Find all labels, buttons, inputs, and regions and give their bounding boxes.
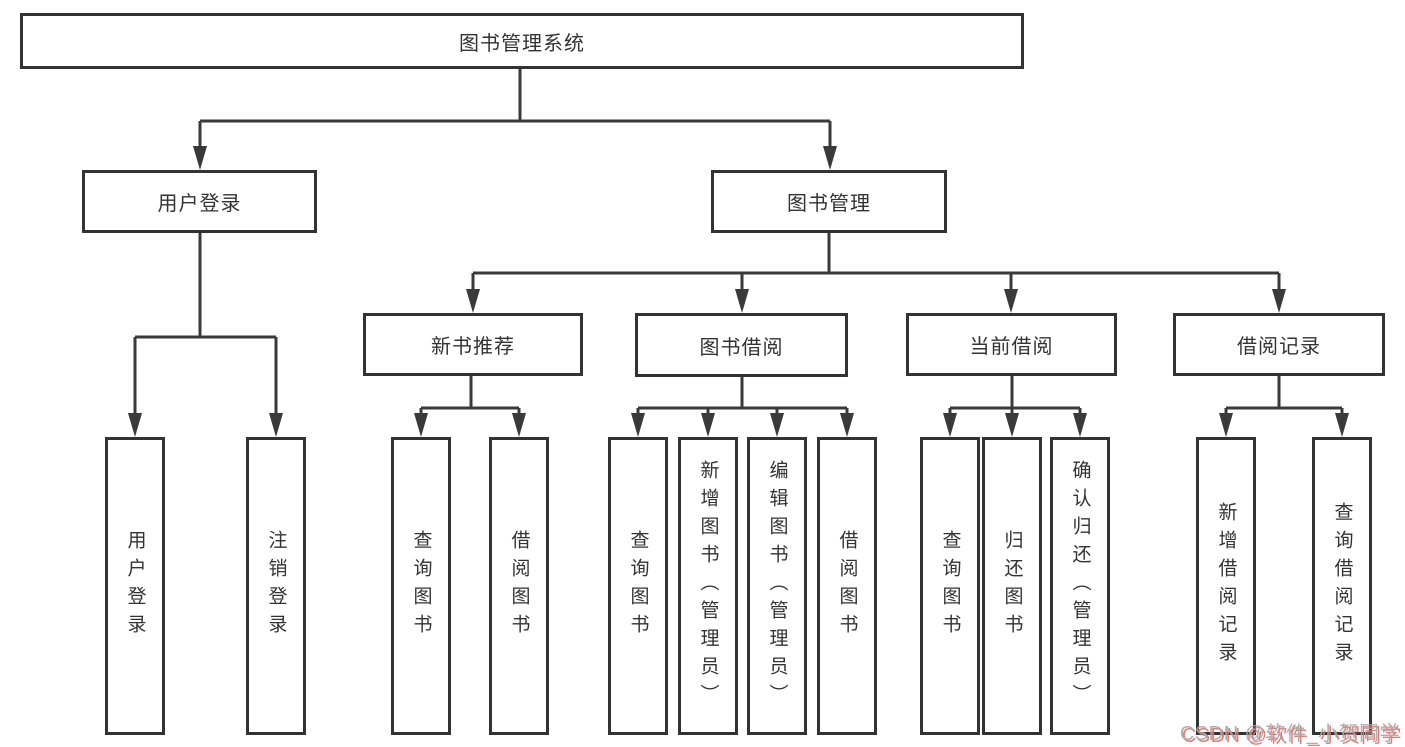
leaf-borrow-books: 借阅图书 xyxy=(817,437,877,735)
connector-book-management-to-modules xyxy=(471,232,1281,293)
leaf-label: 借阅图书 xyxy=(508,530,530,642)
arrowhead-icon xyxy=(770,413,784,437)
arrowhead-icon xyxy=(840,413,854,437)
leaf-query-books-borrow: 查询图书 xyxy=(608,437,668,735)
leaf-query-books-current: 查询图书 xyxy=(920,437,980,735)
connector-book-borrow-to-leaves xyxy=(636,376,849,417)
connector-user-login-to-leaves xyxy=(133,232,278,417)
arrowhead-icon xyxy=(631,413,645,437)
node-label: 图书管理 xyxy=(787,193,871,215)
watermark: CSDN @软件_小贺同学 xyxy=(1179,723,1400,745)
connector-new-book-to-leaves xyxy=(419,375,521,417)
node-label: 图书管理系统 xyxy=(459,32,585,55)
leaf-confirm-return-admin: 确认归还（管理员） xyxy=(1050,437,1110,735)
leaf-return-books: 归还图书 xyxy=(982,437,1042,735)
arrowhead-icon xyxy=(1005,413,1019,437)
arrowhead-icon xyxy=(193,146,207,170)
arrowhead-icon xyxy=(269,413,283,437)
node-library-management-system: 图书管理系统 xyxy=(20,13,1024,69)
leaf-label: 借阅图书 xyxy=(836,530,858,642)
leaf-query-borrow-record: 查询借阅记录 xyxy=(1312,437,1372,735)
node-book-management: 图书管理 xyxy=(711,170,947,233)
connector-borrow-records-to-leaves xyxy=(1224,375,1344,417)
arrowhead-icon xyxy=(823,146,837,170)
arrowhead-icon xyxy=(735,289,749,313)
leaf-label: 注销登录 xyxy=(265,530,287,642)
leaf-label: 查询图书 xyxy=(410,530,432,642)
leaf-add-borrow-record: 新增借阅记录 xyxy=(1196,437,1256,735)
node-current-borrow: 当前借阅 xyxy=(906,313,1117,376)
node-user-login: 用户登录 xyxy=(82,170,317,233)
connector-current-borrow-to-leaves xyxy=(948,375,1082,417)
node-label: 当前借阅 xyxy=(969,336,1054,358)
leaf-label: 查询借阅记录 xyxy=(1331,502,1353,670)
leaf-logout: 注销登录 xyxy=(246,437,306,735)
arrowhead-icon xyxy=(943,413,957,437)
node-book-borrow: 图书借阅 xyxy=(635,313,848,377)
leaf-label: 确认归还（管理员） xyxy=(1069,460,1091,712)
arrowhead-icon xyxy=(512,413,526,437)
leaf-borrow-books-recommend: 借阅图书 xyxy=(489,437,549,735)
arrowhead-icon xyxy=(128,413,142,437)
arrowhead-icon xyxy=(1073,413,1087,437)
arrowhead-icon xyxy=(466,289,480,313)
connector-root-to-level2 xyxy=(198,68,832,150)
node-new-book-recommend: 新书推荐 xyxy=(363,313,583,376)
node-label: 借阅记录 xyxy=(1237,336,1321,358)
leaf-edit-book-admin: 编辑图书（管理员） xyxy=(747,437,807,735)
node-label: 新书推荐 xyxy=(431,336,515,358)
arrowhead-icon xyxy=(701,413,715,437)
arrowhead-icon xyxy=(1272,289,1286,313)
leaf-label: 归还图书 xyxy=(1001,530,1023,642)
node-label: 用户登录 xyxy=(157,193,242,215)
leaf-add-book-admin: 新增图书（管理员） xyxy=(678,437,738,735)
leaf-query-books-recommend: 查询图书 xyxy=(391,437,451,735)
arrowhead-icon xyxy=(1335,413,1349,437)
leaf-label: 新增图书（管理员） xyxy=(697,460,719,712)
leaf-label: 查询图书 xyxy=(627,530,649,642)
arrowhead-icon xyxy=(414,413,428,437)
node-borrow-records: 借阅记录 xyxy=(1173,313,1385,376)
node-label: 图书借阅 xyxy=(699,336,784,359)
leaf-label: 编辑图书（管理员） xyxy=(766,460,788,712)
leaf-label: 用户登录 xyxy=(124,530,146,642)
leaf-user-login: 用户登录 xyxy=(105,437,165,735)
arrowhead-icon xyxy=(1219,413,1233,437)
leaf-label: 新增借阅记录 xyxy=(1215,502,1237,670)
arrowhead-icon xyxy=(1004,289,1018,313)
leaf-label: 查询图书 xyxy=(939,530,961,642)
